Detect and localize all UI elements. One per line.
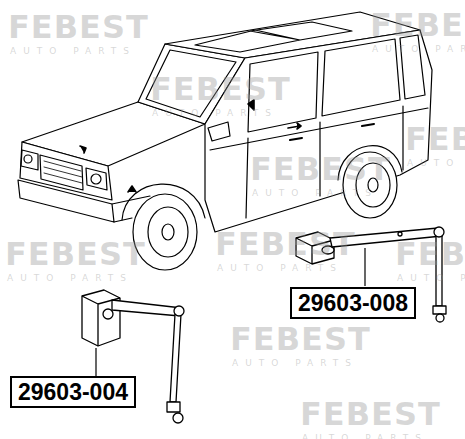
part-number-box: 29603-008 <box>290 287 416 319</box>
part-number: 29603-004 <box>18 379 128 405</box>
watermark: FEBEST <box>5 235 146 273</box>
watermark: FEBEST <box>8 8 149 46</box>
grille <box>40 155 83 190</box>
headlight-lamp <box>24 155 32 163</box>
watermark: AUTO PARTS <box>407 158 465 168</box>
watermark: FEBEST <box>215 225 356 263</box>
watermark: AUTO PARTS <box>397 273 465 283</box>
door-shut-lines <box>246 106 403 218</box>
front-hub <box>162 224 174 240</box>
watermark: FEBEST <box>230 320 371 358</box>
watermark: AUTO PARTS <box>232 358 358 368</box>
sensor-connector <box>103 309 113 319</box>
watermark: FEBEST <box>150 70 291 108</box>
leader-line <box>364 248 365 286</box>
watermark: FEBEST <box>250 150 391 188</box>
watermark: FEBEST <box>370 6 465 44</box>
grille-bars <box>44 161 82 183</box>
watermark: AUTO PARTS <box>10 46 136 56</box>
ball-joint <box>436 314 444 322</box>
mirror <box>208 122 230 141</box>
watermark: AUTO PARTS <box>217 263 343 273</box>
rod-end <box>433 306 446 314</box>
rod-joint <box>174 306 184 316</box>
watermark: AUTO PARTS <box>152 108 278 118</box>
watermark: FEBEST <box>300 395 441 433</box>
part-number: 29603-008 <box>298 290 408 316</box>
rod-end <box>167 402 180 412</box>
ball-joint <box>173 413 183 423</box>
sensor-lever <box>112 300 182 316</box>
link-rod <box>170 314 181 402</box>
side-body <box>205 30 432 232</box>
part-number-box: 29603-004 <box>10 376 136 408</box>
watermark: FEBEST <box>395 235 465 273</box>
watermark: FEBEST <box>405 120 465 158</box>
leader-line <box>95 348 96 376</box>
watermark: AUTO PARTS <box>302 433 428 439</box>
watermark: AUTO PARTS <box>252 188 378 198</box>
sensor-housing <box>82 290 120 346</box>
watermark: AUTO PARTS <box>7 273 133 283</box>
watermark: AUTO PARTS <box>372 44 465 54</box>
front-bumper <box>18 180 114 222</box>
headlight-lamp <box>91 174 101 184</box>
front-rim <box>148 207 188 257</box>
